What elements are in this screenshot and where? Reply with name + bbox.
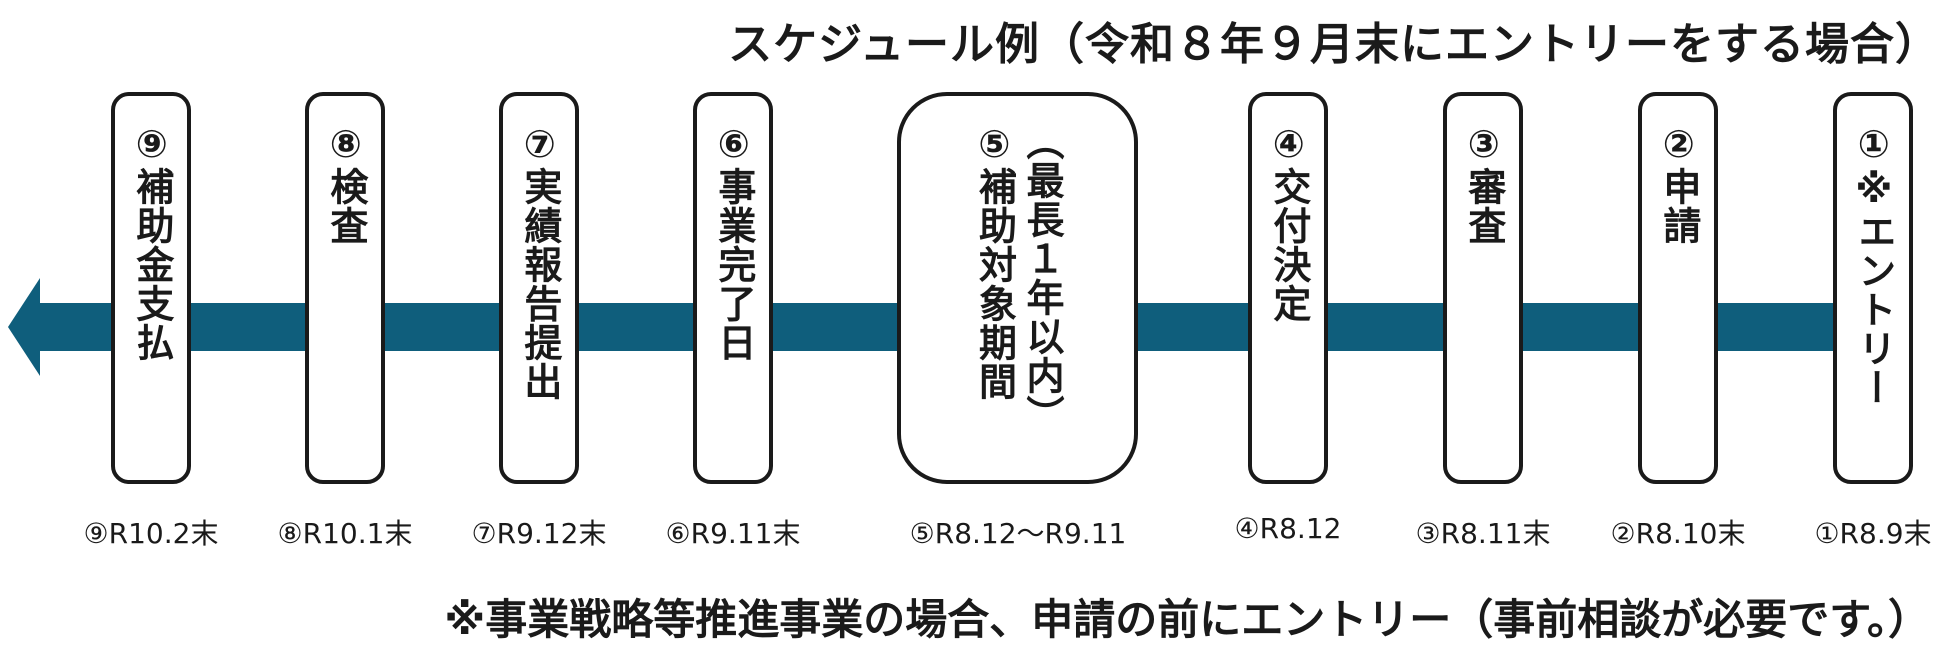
step-application-label: ②申請 — [1656, 122, 1701, 245]
step-performance-report-label: ⑦実績報告提出 — [517, 122, 562, 401]
step-subsidy-payment-label: ⑨補助金支払 — [129, 122, 174, 362]
step-inspection-date: ⑧R10.1末 — [277, 517, 413, 550]
timeline-arrow-head — [8, 278, 40, 376]
step-subsidy-period-date: ⑤R8.12～R9.11 — [909, 517, 1127, 550]
step-performance-report-date: ⑦R9.12末 — [471, 517, 607, 550]
step-project-completion-date: ⑥R9.11末 — [665, 517, 801, 550]
footnote: ※事業戦略等推進事業の場合、申請の前にエントリー（事前相談が必要です。） — [444, 595, 1930, 644]
step-subsidy-period-note: （最長１年以内） — [1020, 122, 1064, 434]
step-subsidy-payment: ⑨補助金支払 — [111, 92, 191, 484]
step-project-completion-label: ⑥事業完了日 — [711, 122, 756, 362]
step-project-completion: ⑥事業完了日 — [693, 92, 773, 484]
step-subsidy-payment-date: ⑨R10.2末 — [83, 517, 219, 550]
step-grant-decision-label: ④交付決定 — [1266, 122, 1311, 323]
step-grant-decision-date: ④R8.12 — [1234, 512, 1342, 545]
step-review: ③審査 — [1443, 92, 1523, 484]
step-review-label: ③審査 — [1461, 122, 1506, 245]
step-subsidy-period-label: ⑤補助対象期間 — [972, 122, 1017, 401]
schedule-title: スケジュール例（令和８年９月末にエントリーをする場合） — [728, 19, 1940, 70]
step-entry: ①※エントリー — [1833, 92, 1913, 484]
step-review-date: ③R8.11末 — [1415, 517, 1551, 550]
step-entry-date: ①R8.9末 — [1814, 517, 1932, 550]
step-subsidy-period-note-group: （最長１年以内） — [1018, 122, 1066, 434]
step-subsidy-period-label-group: ⑤補助対象期間 — [970, 122, 1018, 401]
step-subsidy-period: ⑤補助対象期間 （最長１年以内） — [897, 92, 1138, 484]
step-grant-decision: ④交付決定 — [1248, 92, 1328, 484]
step-application: ②申請 — [1638, 92, 1718, 484]
step-performance-report: ⑦実績報告提出 — [499, 92, 579, 484]
step-inspection: ⑧検査 — [305, 92, 385, 484]
step-application-date: ②R8.10末 — [1610, 517, 1746, 550]
step-inspection-label: ⑧検査 — [323, 122, 368, 245]
step-entry-label: ①※エントリー — [1851, 122, 1896, 407]
